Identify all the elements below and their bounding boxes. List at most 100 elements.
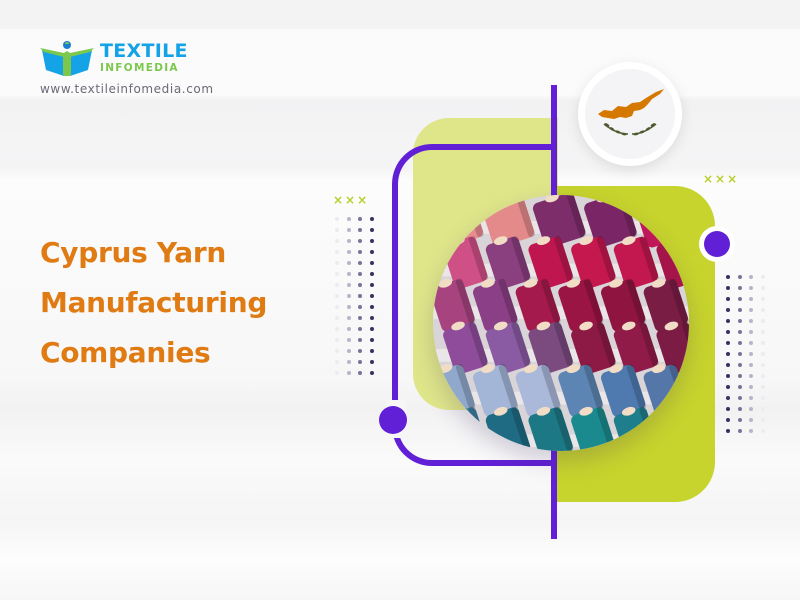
- grid-dot: [737, 352, 742, 356]
- grid-dot: [335, 371, 339, 375]
- grid-dot: [760, 429, 765, 433]
- grid-dot: [737, 341, 742, 345]
- grid-dot: [726, 385, 730, 389]
- grid-dot: [369, 371, 374, 375]
- grid-dot: [737, 396, 742, 400]
- grid-dot: [358, 261, 362, 265]
- grid-dot: [749, 286, 753, 290]
- grid-dot: [369, 239, 374, 243]
- yarn-spools-illustration: [433, 195, 689, 451]
- grid-dot: [749, 374, 753, 378]
- cross-marks-left: ×××: [333, 193, 370, 207]
- grid-dot: [749, 275, 753, 279]
- grid-dot: [335, 294, 339, 298]
- grid-dot: [737, 319, 742, 323]
- grid-dot: [369, 283, 374, 287]
- grid-dot: [369, 349, 374, 353]
- grid-dot: [346, 239, 351, 243]
- grid-dot: [358, 239, 362, 243]
- grid-dot: [737, 308, 742, 312]
- grid-dot: [346, 217, 351, 221]
- grid-dot: [749, 297, 753, 301]
- grid-dot: [726, 352, 730, 356]
- grid-dot: [335, 360, 339, 364]
- flag-inner-circle: [585, 69, 675, 159]
- grid-dot: [760, 330, 765, 334]
- grid-dot: [346, 338, 351, 342]
- brand-title: TEXTILE: [100, 40, 188, 62]
- grid-dot: [760, 319, 765, 323]
- open-book-person-icon: [40, 41, 94, 76]
- grid-dot: [737, 330, 742, 334]
- grid-dot: [726, 374, 730, 378]
- grid-dot: [726, 275, 730, 279]
- cyprus-flag-icon: [598, 89, 664, 136]
- grid-dot: [346, 261, 351, 265]
- grid-dot: [760, 385, 765, 389]
- grid-dot: [369, 217, 374, 221]
- grid-dot: [760, 297, 765, 301]
- grid-dot: [335, 217, 339, 221]
- grid-dot: [737, 363, 742, 367]
- grid-dot: [726, 297, 730, 301]
- grid-dot: [346, 250, 351, 254]
- grid-dot: [346, 305, 351, 309]
- brand-url-link[interactable]: www.textileinfomedia.com: [40, 82, 214, 96]
- grid-dot: [749, 352, 753, 356]
- grid-dot: [358, 217, 362, 221]
- brand-logo[interactable]: TEXTILE INFOMEDIA www.textileinfomedia.c…: [40, 38, 260, 98]
- grid-dot: [335, 228, 339, 232]
- grid-dot: [760, 286, 765, 290]
- grid-dot: [737, 275, 742, 279]
- grid-dot: [346, 272, 351, 276]
- grid-dot: [358, 305, 362, 309]
- grid-dot: [737, 429, 742, 433]
- grid-dot: [369, 305, 374, 309]
- dot-grid-left: [335, 217, 374, 375]
- grid-dot: [726, 407, 730, 411]
- grid-dot: [749, 385, 753, 389]
- grid-dot: [749, 407, 753, 411]
- grid-dot: [760, 374, 765, 378]
- grid-dot: [749, 429, 753, 433]
- grid-dot: [749, 396, 753, 400]
- grid-dot: [726, 429, 730, 433]
- grid-dot: [726, 330, 730, 334]
- grid-dot: [358, 338, 362, 342]
- grid-dot: [369, 228, 374, 232]
- grid-dot: [358, 371, 362, 375]
- grid-dot: [726, 286, 730, 290]
- grid-dot: [358, 283, 362, 287]
- grid-dot: [369, 250, 374, 254]
- grid-dot: [737, 297, 742, 301]
- grid-dot: [760, 363, 765, 367]
- grid-dot: [346, 327, 351, 331]
- grid-dot: [346, 349, 351, 353]
- grid-dot: [335, 327, 339, 331]
- grid-dot: [369, 360, 374, 364]
- grid-dot: [358, 349, 362, 353]
- title-line-1: Cyprus Yarn: [40, 236, 227, 269]
- grid-dot: [346, 283, 351, 287]
- grid-dot: [737, 385, 742, 389]
- grid-dot: [369, 294, 374, 298]
- grid-dot: [335, 239, 339, 243]
- grid-dot: [369, 327, 374, 331]
- grid-dot: [346, 360, 351, 364]
- grid-dot: [760, 341, 765, 345]
- grid-dot: [369, 272, 374, 276]
- grid-dot: [335, 272, 339, 276]
- grid-dot: [335, 316, 339, 320]
- title-line-3: Companies: [40, 336, 211, 369]
- grid-dot: [749, 341, 753, 345]
- grid-dot: [358, 327, 362, 331]
- page-title: Cyprus Yarn Manufacturing Companies: [40, 228, 340, 378]
- grid-dot: [760, 352, 765, 356]
- brand-subtitle: INFOMEDIA: [100, 62, 179, 74]
- grid-dot: [335, 305, 339, 309]
- grid-dot: [749, 363, 753, 367]
- grid-dot: [369, 261, 374, 265]
- grid-dot: [726, 319, 730, 323]
- grid-dot: [749, 308, 753, 312]
- grid-dot: [346, 228, 351, 232]
